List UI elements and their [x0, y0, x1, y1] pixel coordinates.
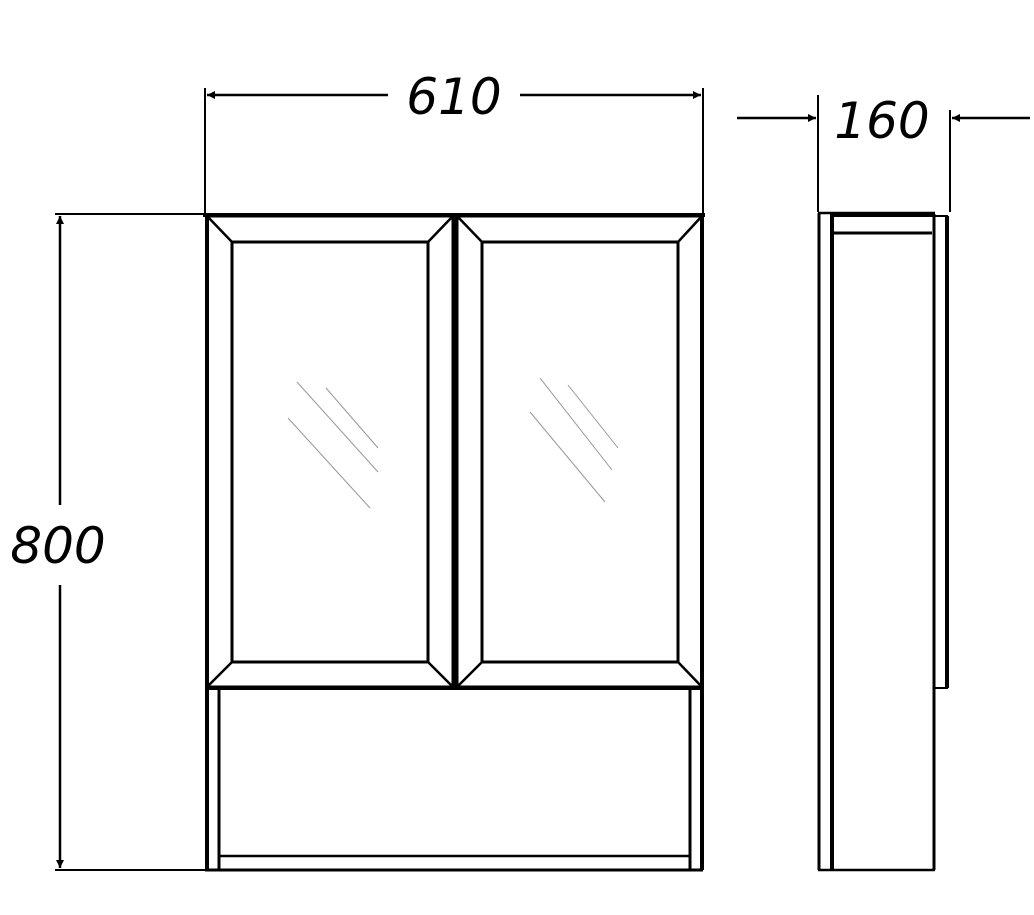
- open-shelf: [217, 688, 692, 870]
- glass-reflection-hatch: [287, 377, 619, 509]
- height-dimension: 800: [10, 213, 205, 871]
- depth-label: 160: [834, 92, 929, 150]
- width-label: 610: [406, 68, 501, 126]
- depth-dimension: 160: [737, 92, 1030, 212]
- side-view: [817, 211, 949, 872]
- width-dimension: 610: [204, 68, 704, 215]
- right-door: [455, 214, 704, 689]
- left-door: [205, 214, 455, 689]
- height-label: 800: [10, 517, 105, 575]
- front-view: [203, 213, 705, 872]
